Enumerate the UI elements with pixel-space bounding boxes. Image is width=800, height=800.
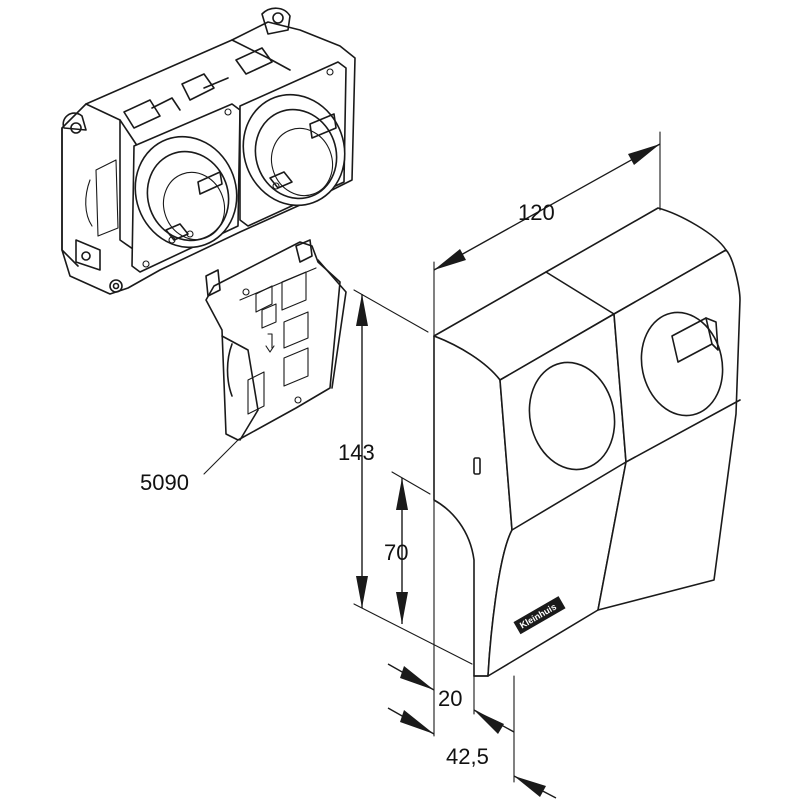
depth-total-label: 42,5 (446, 744, 489, 769)
part-number-label: 5090 (140, 470, 189, 495)
double-socket-insert (61, 7, 356, 295)
depth-front-label: 20 (438, 686, 462, 711)
dimension-inner-height: 70 (384, 471, 431, 624)
height-label: 143 (338, 440, 375, 465)
width-label: 120 (518, 200, 555, 225)
dimension-width: 120 (433, 131, 661, 337)
part-label-group: 5090 (140, 439, 239, 495)
dimension-height: 143 (338, 289, 473, 665)
clip-part-5090 (205, 239, 347, 441)
dimension-depth-front: 20 (387, 499, 515, 737)
dimension-depth-total: 42,5 (446, 675, 557, 799)
inner-height-label: 70 (384, 540, 408, 565)
surface-housing: Kleinhuis (433, 207, 741, 677)
